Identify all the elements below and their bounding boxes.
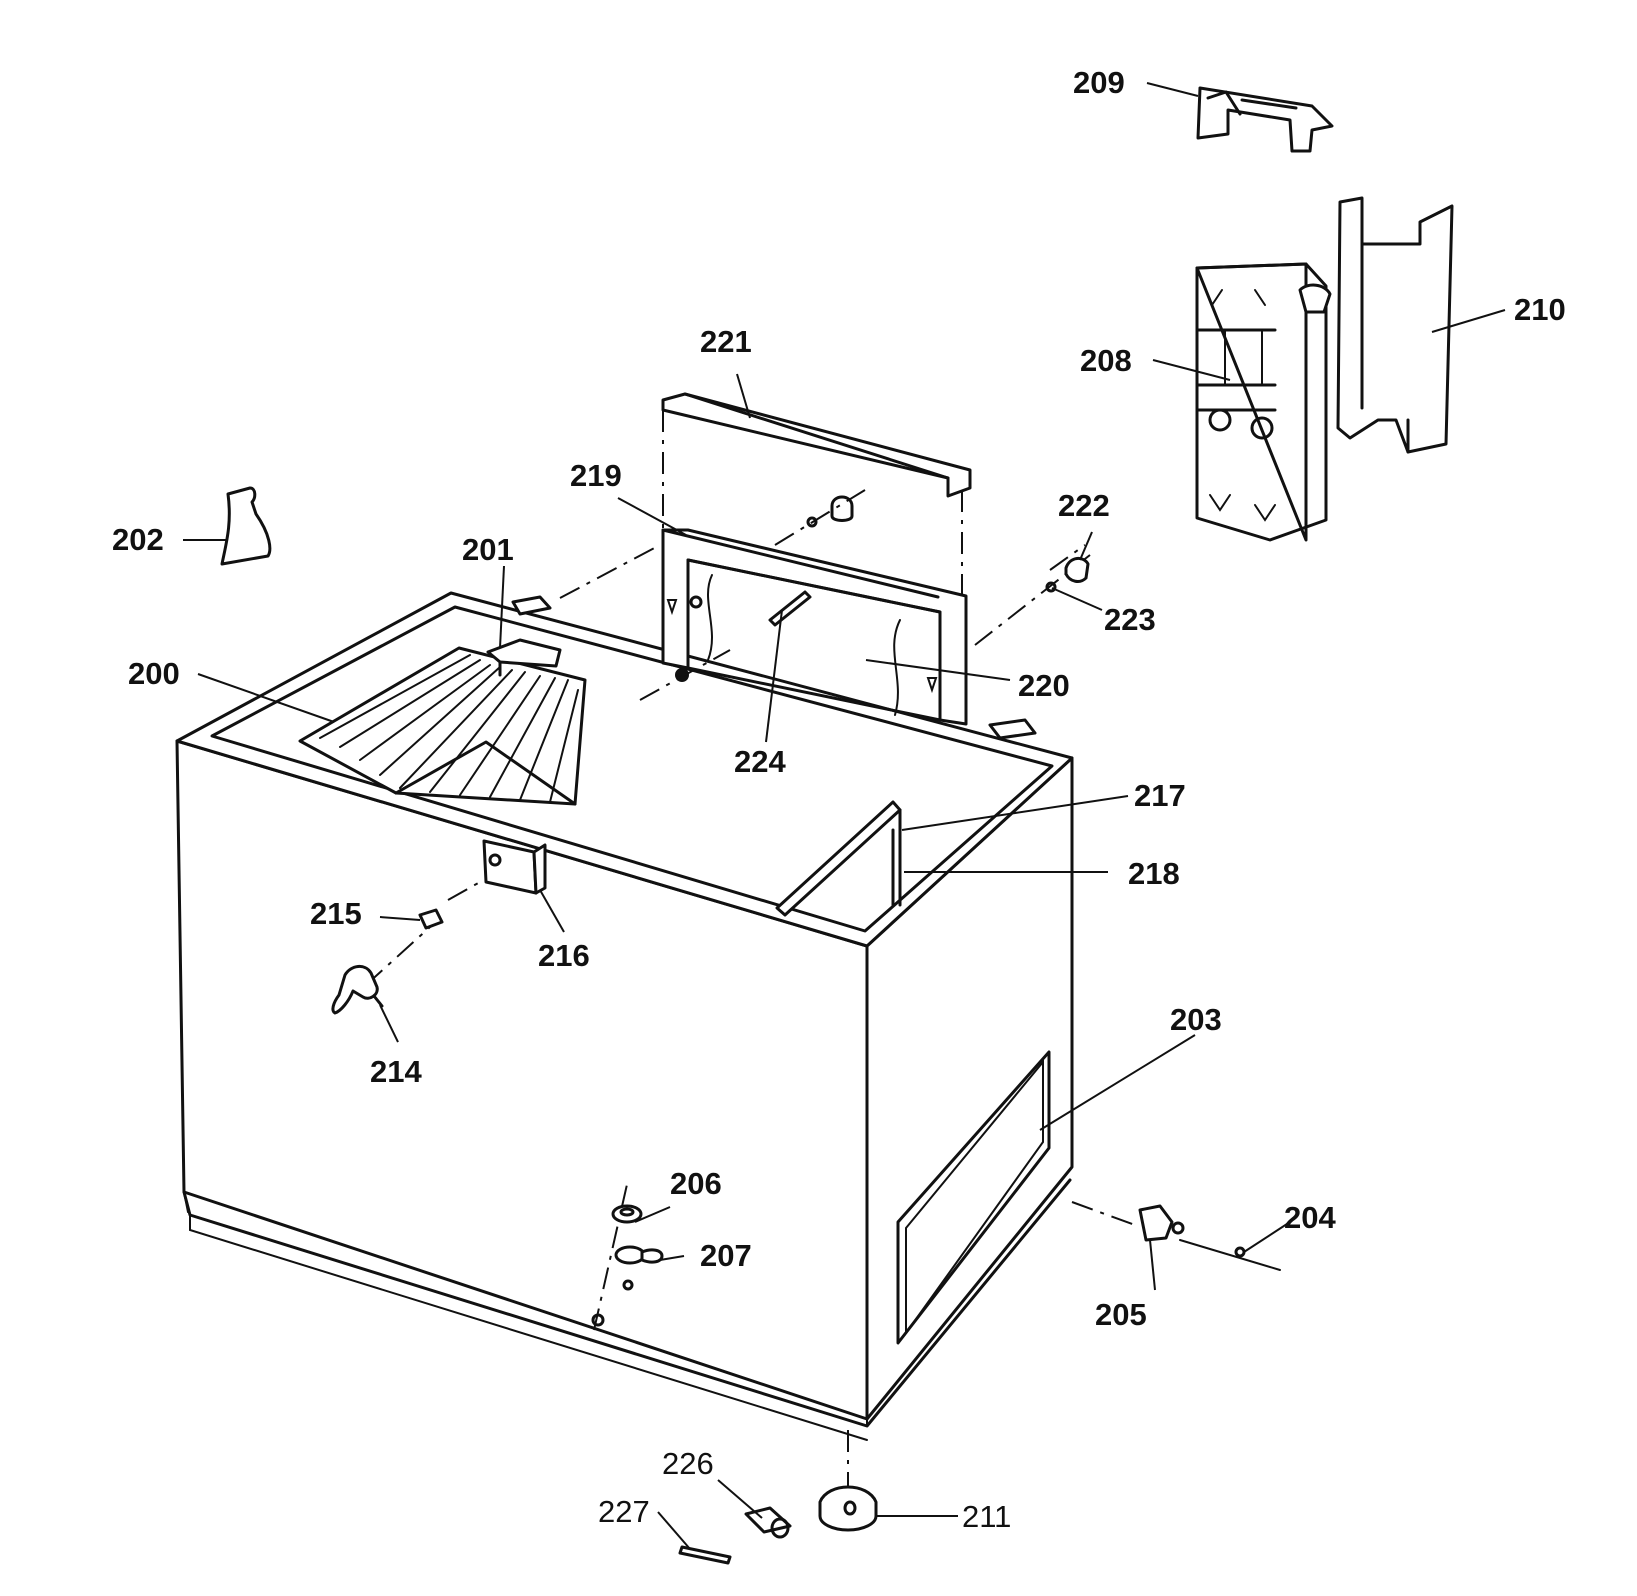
label-205: 205 xyxy=(1095,1297,1147,1332)
storage-basket xyxy=(298,646,587,806)
lock-housing xyxy=(482,839,547,895)
label-206: 206 xyxy=(670,1166,722,1201)
label-209: 209 xyxy=(1073,65,1125,100)
hinge-cover-top xyxy=(1196,86,1334,153)
leveling-foot-205 xyxy=(1138,1204,1246,1258)
label-218: 218 xyxy=(1128,856,1180,891)
leader-lines xyxy=(183,82,1506,1550)
divider-panel xyxy=(775,800,902,917)
label-221: 221 xyxy=(700,324,752,359)
lid-frame xyxy=(661,528,968,726)
label-222: 222 xyxy=(1058,488,1110,523)
lock-cylinder-214 xyxy=(331,965,384,1015)
label-211: 211 xyxy=(962,1499,1011,1534)
label-202: 202 xyxy=(112,522,164,557)
hinge-assembly xyxy=(1195,262,1332,542)
grommet-206 xyxy=(611,1204,643,1224)
label-201: 201 xyxy=(462,532,514,567)
rear-hinge-blocks xyxy=(511,595,1037,740)
label-219: 219 xyxy=(570,458,622,493)
roller-226 xyxy=(744,1506,792,1539)
label-226: 226 xyxy=(662,1446,714,1481)
label-220: 220 xyxy=(1018,668,1070,703)
caster-211 xyxy=(818,1485,878,1532)
basket-hanger xyxy=(486,638,562,677)
label-210: 210 xyxy=(1514,292,1566,327)
label-216: 216 xyxy=(538,938,590,973)
label-224: 224 xyxy=(734,744,786,779)
label-208: 208 xyxy=(1080,343,1132,378)
lid-bumper xyxy=(806,495,854,528)
label-203: 203 xyxy=(1170,1002,1222,1037)
hinge-cover-back xyxy=(1336,196,1454,454)
lid-gasket-strip xyxy=(661,392,972,498)
side-panel xyxy=(896,1050,1051,1345)
label-207: 207 xyxy=(700,1238,752,1273)
axle-pin-227 xyxy=(678,1545,732,1565)
label-204: 204 xyxy=(1284,1200,1336,1235)
label-200: 200 xyxy=(128,656,180,691)
hinge-bracket-202 xyxy=(220,486,272,566)
lock-bushing-215 xyxy=(418,908,444,930)
bumper-222-223 xyxy=(1045,557,1090,593)
label-227: 227 xyxy=(598,1494,650,1529)
label-215: 215 xyxy=(310,896,362,931)
part-labels: 200 201 202 203 204 205 206 207 208 209 … xyxy=(112,65,1566,1534)
label-223: 223 xyxy=(1104,602,1156,637)
lid-pin xyxy=(768,590,812,627)
label-214: 214 xyxy=(370,1054,422,1089)
label-217: 217 xyxy=(1134,778,1186,813)
drain-plug-207 xyxy=(591,1245,664,1327)
